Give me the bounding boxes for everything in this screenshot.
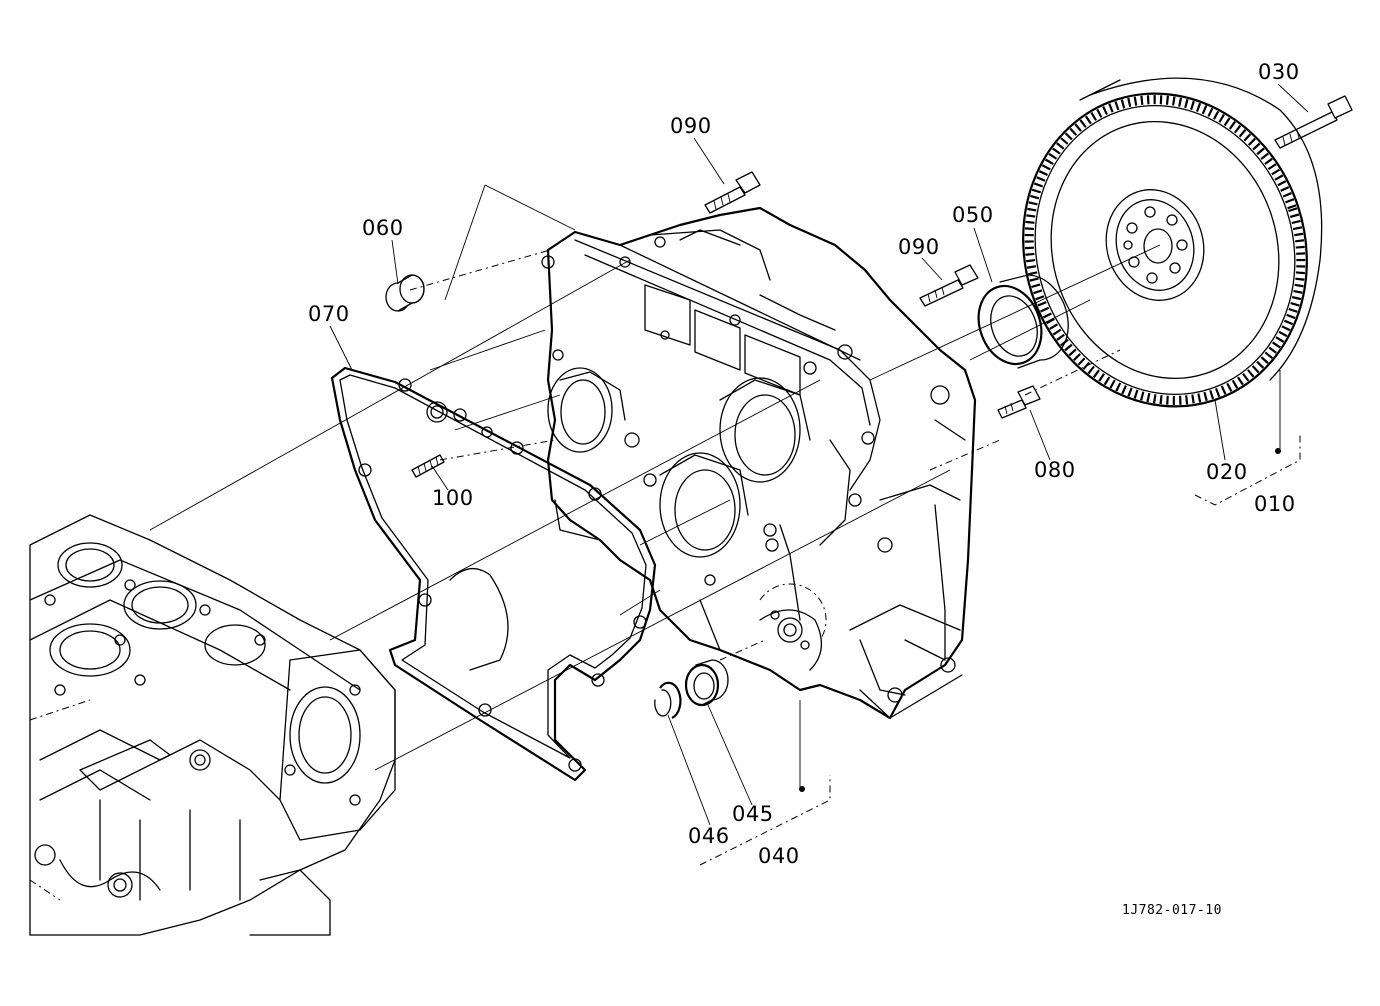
assembly-bracket-010 bbox=[1194, 435, 1301, 506]
drawing-number: 1J782-017-10 bbox=[1122, 903, 1222, 918]
assembly-bracket-040 bbox=[699, 775, 831, 866]
assembly-centre-lines bbox=[149, 244, 1161, 771]
gasket-070 bbox=[330, 366, 657, 782]
oil-seal-050 bbox=[977, 274, 1069, 369]
callout-090-upper: 090 bbox=[670, 114, 712, 138]
leader-lines bbox=[329, 83, 1309, 826]
bolt-080 bbox=[997, 385, 1041, 419]
callout-046: 046 bbox=[688, 824, 730, 848]
callout-090-lower: 090 bbox=[898, 235, 940, 259]
stud-100 bbox=[411, 454, 445, 478]
plug-060 bbox=[385, 274, 425, 312]
callout-080: 080 bbox=[1034, 458, 1076, 482]
callout-060: 060 bbox=[362, 216, 404, 240]
bolt-090-lower bbox=[919, 264, 979, 307]
callout-100: 100 bbox=[432, 486, 474, 510]
callout-010: 010 bbox=[1254, 492, 1296, 516]
flywheel-housing bbox=[541, 206, 977, 720]
circlip-046 bbox=[654, 681, 682, 719]
callout-020: 020 bbox=[1206, 460, 1248, 484]
callout-070: 070 bbox=[308, 302, 350, 326]
callout-040: 040 bbox=[758, 844, 800, 868]
callout-030: 030 bbox=[1258, 60, 1300, 84]
flywheel-020 bbox=[1022, 77, 1323, 408]
oil-seal-045 bbox=[684, 659, 729, 707]
callout-045: 045 bbox=[732, 802, 774, 826]
callout-050: 050 bbox=[952, 203, 994, 227]
engine-block bbox=[29, 514, 396, 936]
bolt-030 bbox=[1274, 95, 1353, 149]
bolt-090-upper bbox=[704, 171, 761, 214]
